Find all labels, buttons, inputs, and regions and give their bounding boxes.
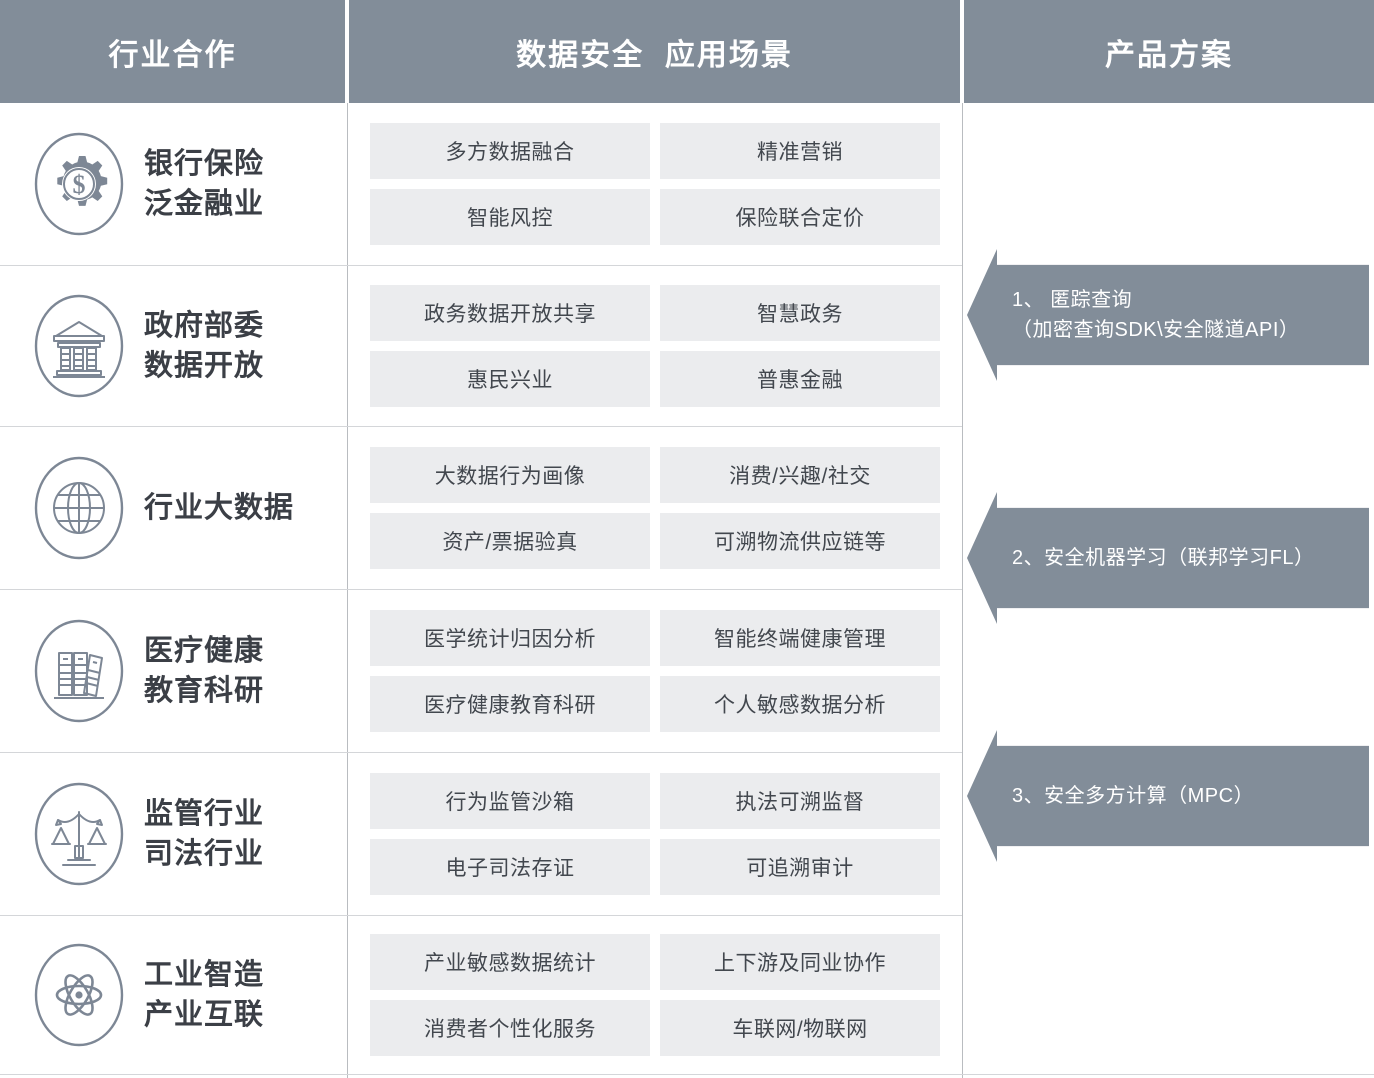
industry-cell: 行业大数据 bbox=[0, 427, 347, 589]
table-row: 政府部委 数据开放 政务数据开放共享 智慧政务 惠民兴业 普惠金融 bbox=[0, 266, 962, 426]
scenario-tag[interactable]: 电子司法存证 bbox=[370, 839, 650, 895]
atom-icon bbox=[34, 943, 124, 1047]
scenario-tag[interactable]: 医学统计归因分析 bbox=[370, 610, 650, 666]
scenario-tag[interactable]: 产业敏感数据统计 bbox=[370, 934, 650, 990]
scenario-tag[interactable]: 资产/票据验真 bbox=[370, 513, 650, 569]
globe-icon bbox=[34, 456, 124, 560]
header-column-products: 产品方案 bbox=[964, 0, 1374, 103]
product-arrow-1[interactable]: 1、 匿踪查询 （加密查询SDK\安全隧道API） bbox=[967, 249, 1369, 381]
scenario-tag[interactable]: 保险联合定价 bbox=[660, 189, 940, 245]
header-band: 行业合作 数据安全 应用场景 产品方案 bbox=[0, 0, 1374, 103]
row-divider bbox=[0, 265, 962, 266]
divider-industry-scenarios bbox=[347, 103, 348, 1078]
table-row: 工业智造 产业互联 产业敏感数据统计 上下游及同业协作 消费者个性化服务 车联网… bbox=[0, 916, 962, 1074]
product-arrow-1-label: 1、 匿踪查询 （加密查询SDK\安全隧道API） bbox=[1012, 289, 1300, 341]
scenario-tag-group: 医学统计归因分析 智能终端健康管理 医疗健康教育科研 个人敏感数据分析 bbox=[370, 590, 940, 752]
row-divider bbox=[0, 589, 962, 590]
header-label-industry: 行业合作 bbox=[108, 38, 237, 72]
scenario-tag[interactable]: 智能风控 bbox=[370, 189, 650, 245]
header-column-scenarios: 数据安全 应用场景 bbox=[349, 0, 960, 103]
industry-cell: 工业智造 产业互联 bbox=[0, 916, 347, 1074]
scenario-tag[interactable]: 消费/兴趣/社交 bbox=[660, 447, 940, 503]
industry-label: 政府部委 数据开放 bbox=[144, 309, 265, 382]
row-divider bbox=[0, 426, 962, 427]
industry-cell: $ 银行保险 泛金融业 bbox=[0, 103, 347, 265]
header-label-products: 产品方案 bbox=[1105, 38, 1233, 72]
scenario-tag[interactable]: 可追溯审计 bbox=[660, 839, 940, 895]
scales-icon bbox=[34, 782, 124, 886]
scenario-tag-group: 产业敏感数据统计 上下游及同业协作 消费者个性化服务 车联网/物联网 bbox=[370, 916, 940, 1074]
row-divider bbox=[0, 915, 962, 916]
scenario-tag-group: 大数据行为画像 消费/兴趣/社交 资产/票据验真 可溯物流供应链等 bbox=[370, 427, 940, 589]
product-arrow-2[interactable]: 2、安全机器学习（联邦学习FL） bbox=[967, 492, 1369, 624]
scenario-tag[interactable]: 惠民兴业 bbox=[370, 351, 650, 407]
industry-cell: 政府部委 数据开放 bbox=[0, 266, 347, 426]
table-row: 医疗健康 教育科研 医学统计归因分析 智能终端健康管理 医疗健康教育科研 个人敏… bbox=[0, 590, 962, 752]
scenario-tag[interactable]: 消费者个性化服务 bbox=[370, 1000, 650, 1056]
scenario-tag-group: 多方数据融合 精准营销 智能风控 保险联合定价 bbox=[370, 103, 940, 265]
scenario-tag[interactable]: 智能终端健康管理 bbox=[660, 610, 940, 666]
product-arrow-2-label: 2、安全机器学习（联邦学习FL） bbox=[1012, 547, 1315, 569]
bank-building-icon bbox=[34, 294, 124, 398]
scenario-tag-group: 政务数据开放共享 智慧政务 惠民兴业 普惠金融 bbox=[370, 266, 940, 426]
industry-label: 银行保险 泛金融业 bbox=[144, 147, 265, 220]
scenario-tag[interactable]: 多方数据融合 bbox=[370, 123, 650, 179]
industry-label: 医疗健康 教育科研 bbox=[144, 634, 265, 707]
industry-label: 工业智造 产业互联 bbox=[144, 958, 265, 1031]
product-arrow-3[interactable]: 3、安全多方计算（MPC） bbox=[967, 730, 1369, 862]
header-label-scenarios: 数据安全 应用场景 bbox=[516, 38, 793, 72]
scenario-tag[interactable]: 大数据行为画像 bbox=[370, 447, 650, 503]
scenario-tag[interactable]: 可溯物流供应链等 bbox=[660, 513, 940, 569]
row-divider bbox=[0, 752, 962, 753]
divider-scenarios-products bbox=[962, 103, 963, 1078]
scenario-tag[interactable]: 行为监管沙箱 bbox=[370, 773, 650, 829]
scenario-tag[interactable]: 执法可溯监督 bbox=[660, 773, 940, 829]
scenario-tag[interactable]: 个人敏感数据分析 bbox=[660, 676, 940, 732]
row-divider-bottom bbox=[0, 1074, 1374, 1075]
svg-text:$: $ bbox=[73, 170, 86, 199]
gear-dollar-icon: $ bbox=[34, 132, 124, 236]
table-row: 监管行业 司法行业 行为监管沙箱 执法可溯监督 电子司法存证 可追溯审计 bbox=[0, 753, 962, 915]
industry-label: 行业大数据 bbox=[144, 491, 295, 524]
industry-cell: 医疗健康 教育科研 bbox=[0, 590, 347, 752]
scenario-tag[interactable]: 政务数据开放共享 bbox=[370, 285, 650, 341]
scenario-tag[interactable]: 普惠金融 bbox=[660, 351, 940, 407]
scenario-tag[interactable]: 车联网/物联网 bbox=[660, 1000, 940, 1056]
table-row: $ 银行保险 泛金融业 多方数据融合 精准营销 智能风控 保险联合定价 bbox=[0, 103, 962, 265]
scenario-tag[interactable]: 智慧政务 bbox=[660, 285, 940, 341]
scenario-tag[interactable]: 上下游及同业协作 bbox=[660, 934, 940, 990]
product-arrow-3-label: 3、安全多方计算（MPC） bbox=[1012, 785, 1255, 807]
scenario-tag[interactable]: 精准营销 bbox=[660, 123, 940, 179]
scenario-tag-group: 行为监管沙箱 执法可溯监督 电子司法存证 可追溯审计 bbox=[370, 753, 940, 915]
header-column-industry: 行业合作 bbox=[0, 0, 345, 103]
industry-cell: 监管行业 司法行业 bbox=[0, 753, 347, 915]
scenario-tag[interactable]: 医疗健康教育科研 bbox=[370, 676, 650, 732]
books-icon bbox=[34, 619, 124, 723]
table-row: 行业大数据 大数据行为画像 消费/兴趣/社交 资产/票据验真 可溯物流供应链等 bbox=[0, 427, 962, 589]
industry-label: 监管行业 司法行业 bbox=[144, 797, 265, 870]
